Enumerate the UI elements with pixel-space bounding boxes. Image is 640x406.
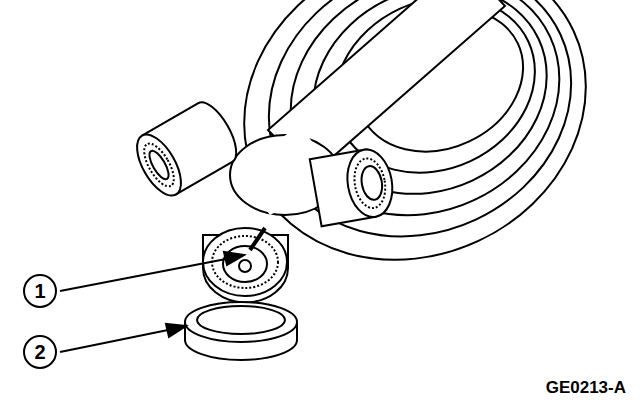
callout-number: 1 [23, 274, 57, 308]
roller-bottom [203, 228, 288, 302]
roller-left [128, 96, 244, 202]
figure-code: GE0213-A [546, 378, 626, 398]
boot-bellows [193, 0, 637, 315]
roller-cup [185, 302, 297, 360]
callout-number: 2 [23, 335, 57, 369]
leader-lines [60, 252, 244, 352]
roller-right [310, 146, 398, 226]
